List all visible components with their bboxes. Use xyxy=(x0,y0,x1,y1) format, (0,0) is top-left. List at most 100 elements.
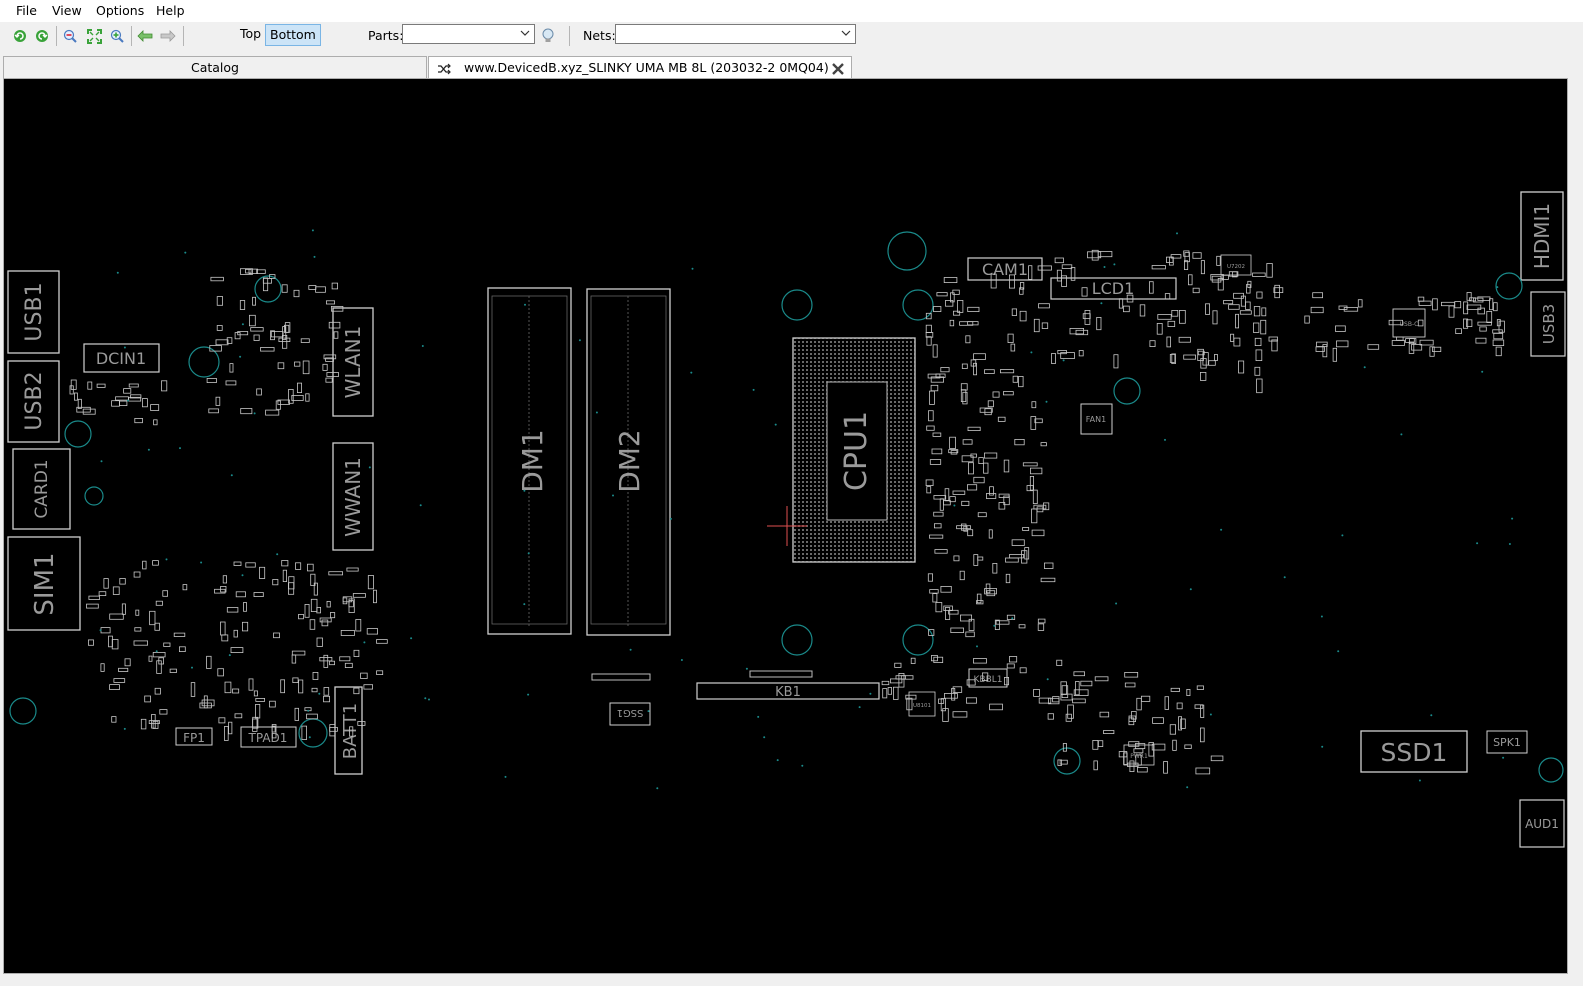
smd-component xyxy=(1136,697,1142,711)
smd-component xyxy=(906,697,913,711)
test-point xyxy=(308,736,311,739)
nets-combobox[interactable] xyxy=(615,24,856,44)
tpad1-label: TPAD1 xyxy=(248,731,288,745)
kbbl1-outline xyxy=(968,668,1008,688)
smd-component xyxy=(1128,741,1140,747)
smd-component xyxy=(1367,344,1380,350)
smd-component xyxy=(1463,301,1469,315)
smd-component xyxy=(151,714,156,729)
tab-board-file[interactable]: www.DevicedB.xyz_SLINKY UMA MB 8L (20303… xyxy=(428,56,852,97)
top-side-button[interactable]: Top xyxy=(240,26,262,41)
rotate-right-icon[interactable] xyxy=(34,28,50,44)
smd-component xyxy=(1011,308,1018,316)
smd-component xyxy=(1061,275,1067,287)
lcd1-outline xyxy=(1050,277,1177,300)
smd-component xyxy=(331,282,339,290)
test-point xyxy=(368,466,371,469)
smd-component xyxy=(997,416,1006,422)
board-view[interactable]: USB1 USB2 CARD1 SIM1 DCIN1 WLAN1 WWAN1 B… xyxy=(4,79,1567,973)
lightbulb-icon[interactable] xyxy=(540,28,556,44)
wwan1-label: WWAN1 xyxy=(341,457,365,537)
smd-component xyxy=(973,554,979,566)
smd-component xyxy=(158,657,165,665)
smd-component xyxy=(220,586,227,593)
smd-component xyxy=(1184,744,1192,749)
smd-component xyxy=(1124,682,1136,688)
menu-options[interactable]: Options xyxy=(96,3,145,18)
parts-combobox[interactable] xyxy=(402,24,535,44)
smd-component xyxy=(298,679,304,694)
test-point xyxy=(253,412,256,415)
smd-component xyxy=(949,436,956,449)
close-icon[interactable] xyxy=(831,61,845,75)
smd-component xyxy=(950,292,955,303)
smd-component xyxy=(1124,672,1139,678)
test-point xyxy=(629,648,632,651)
smd-component xyxy=(1170,687,1180,692)
smd-component xyxy=(245,268,252,274)
test-point xyxy=(99,629,102,632)
smd-component xyxy=(86,603,99,609)
smd-component xyxy=(1081,287,1088,297)
zoom-fit-icon[interactable] xyxy=(86,28,102,44)
smd-component xyxy=(153,419,158,426)
zoom-out-icon[interactable] xyxy=(62,28,78,44)
smd-component xyxy=(295,562,302,570)
smd-component xyxy=(1260,319,1267,335)
menu-file[interactable]: File xyxy=(16,3,37,18)
smd-component xyxy=(1261,307,1267,317)
smd-component xyxy=(296,382,302,394)
rotate-left-icon[interactable] xyxy=(12,28,28,44)
smd-component xyxy=(943,605,953,611)
smd-component xyxy=(1357,299,1363,308)
smd-component xyxy=(154,622,160,631)
smd-component xyxy=(1135,754,1142,766)
smd-component xyxy=(96,383,106,388)
test-point xyxy=(230,474,233,477)
smd-component xyxy=(940,698,946,712)
smd-component xyxy=(1455,328,1462,335)
smd-component xyxy=(305,393,310,402)
smd-component xyxy=(229,363,234,373)
smd-component xyxy=(1022,462,1038,467)
smd-component xyxy=(1228,271,1239,277)
lcd1-label: LCD1 xyxy=(1092,279,1135,298)
back-arrow-icon[interactable] xyxy=(137,28,153,44)
test-point xyxy=(1209,713,1212,716)
smd-component xyxy=(1312,292,1323,299)
smd-component xyxy=(326,372,339,377)
forward-arrow-icon[interactable] xyxy=(160,28,176,44)
test-point xyxy=(1045,400,1048,403)
tab-catalog[interactable]: Catalog xyxy=(3,56,427,78)
smd-component xyxy=(1038,697,1052,704)
smd-component xyxy=(1056,659,1063,666)
smd-component xyxy=(119,578,126,585)
smd-component xyxy=(144,695,151,703)
smd-component xyxy=(1060,681,1067,695)
smd-component xyxy=(291,654,297,664)
smd-component xyxy=(269,274,276,279)
smd-component xyxy=(1396,336,1404,341)
smd-component xyxy=(1056,269,1063,282)
menu-help[interactable]: Help xyxy=(156,3,185,18)
smd-component xyxy=(210,276,224,282)
test-point xyxy=(993,624,996,627)
ssd1-outline xyxy=(1360,730,1468,773)
usb1-label: USB1 xyxy=(22,282,47,341)
zoom-in-icon[interactable] xyxy=(109,28,125,44)
smd-component xyxy=(226,607,239,613)
menu-view[interactable]: View xyxy=(52,3,82,18)
smd-component xyxy=(366,628,379,635)
smd-component xyxy=(1388,319,1403,326)
smd-component xyxy=(1195,767,1211,775)
smd-component xyxy=(1179,309,1186,324)
bottom-side-button[interactable]: Bottom xyxy=(265,24,321,46)
board-canvas[interactable]: USB1 USB2 CARD1 SIM1 DCIN1 WLAN1 WWAN1 B… xyxy=(3,78,1568,974)
smd-component xyxy=(329,612,336,619)
smd-component xyxy=(216,296,223,306)
wlan1-outline xyxy=(332,307,374,417)
smd-component xyxy=(270,330,275,341)
shuffle-icon[interactable] xyxy=(437,57,451,79)
smd-component xyxy=(281,560,289,567)
mounting-hole xyxy=(84,486,104,506)
